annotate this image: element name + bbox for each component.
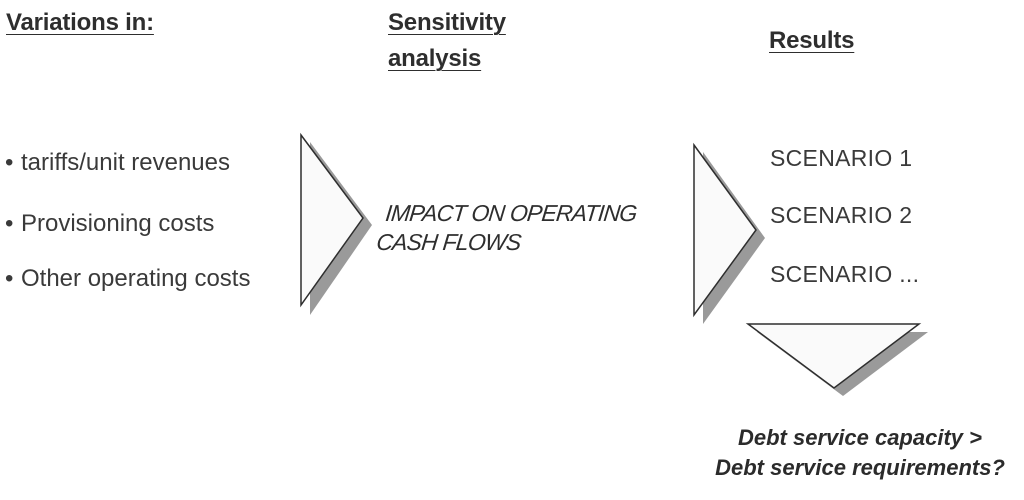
impact-line1: IMPACT ON OPERATING	[384, 200, 638, 226]
heading-variations-text: Variations in:	[6, 9, 154, 36]
right-arrow-shape	[693, 142, 765, 324]
list-item: • Other operating costs	[5, 265, 250, 293]
down-arrow	[745, 323, 922, 389]
bullet-dot: •	[5, 210, 14, 237]
heading-sensitivity-line1: Sensitivity	[388, 9, 506, 36]
input-label: tariffs/unit revenues	[21, 149, 231, 176]
question-line1: Debt service capacity >	[738, 425, 982, 450]
right-arrow	[693, 142, 757, 318]
down-arrow-shape	[745, 323, 928, 396]
left-arrow	[300, 132, 364, 308]
list-item: • Provisioning costs	[5, 210, 214, 238]
heading-results: Results	[769, 23, 854, 59]
impact-label: IMPACT ON OPERATING CASH FLOWS	[375, 199, 638, 257]
scenario-item: SCENARIO ...	[770, 261, 920, 287]
input-label: Provisioning costs	[21, 210, 215, 237]
left-arrow-shape	[300, 132, 372, 315]
scenario-item: SCENARIO 2	[770, 202, 913, 228]
heading-sensitivity-analysis: Sensitivity analysis	[388, 5, 506, 77]
input-label: Other operating costs	[21, 265, 251, 292]
heading-sensitivity-line2: analysis	[388, 45, 482, 72]
list-item: • tariffs/unit revenues	[5, 149, 230, 177]
scenario-item: SCENARIO 1	[770, 145, 913, 171]
heading-variations: Variations in:	[6, 5, 154, 41]
question-line2: Debt service requirements?	[715, 455, 1005, 480]
bullet-dot: •	[5, 265, 14, 292]
bullet-dot: •	[5, 149, 14, 176]
impact-line2: CASH FLOWS	[375, 229, 522, 255]
heading-results-text: Results	[769, 27, 855, 54]
debt-service-question: Debt service capacity > Debt service req…	[690, 423, 1024, 483]
